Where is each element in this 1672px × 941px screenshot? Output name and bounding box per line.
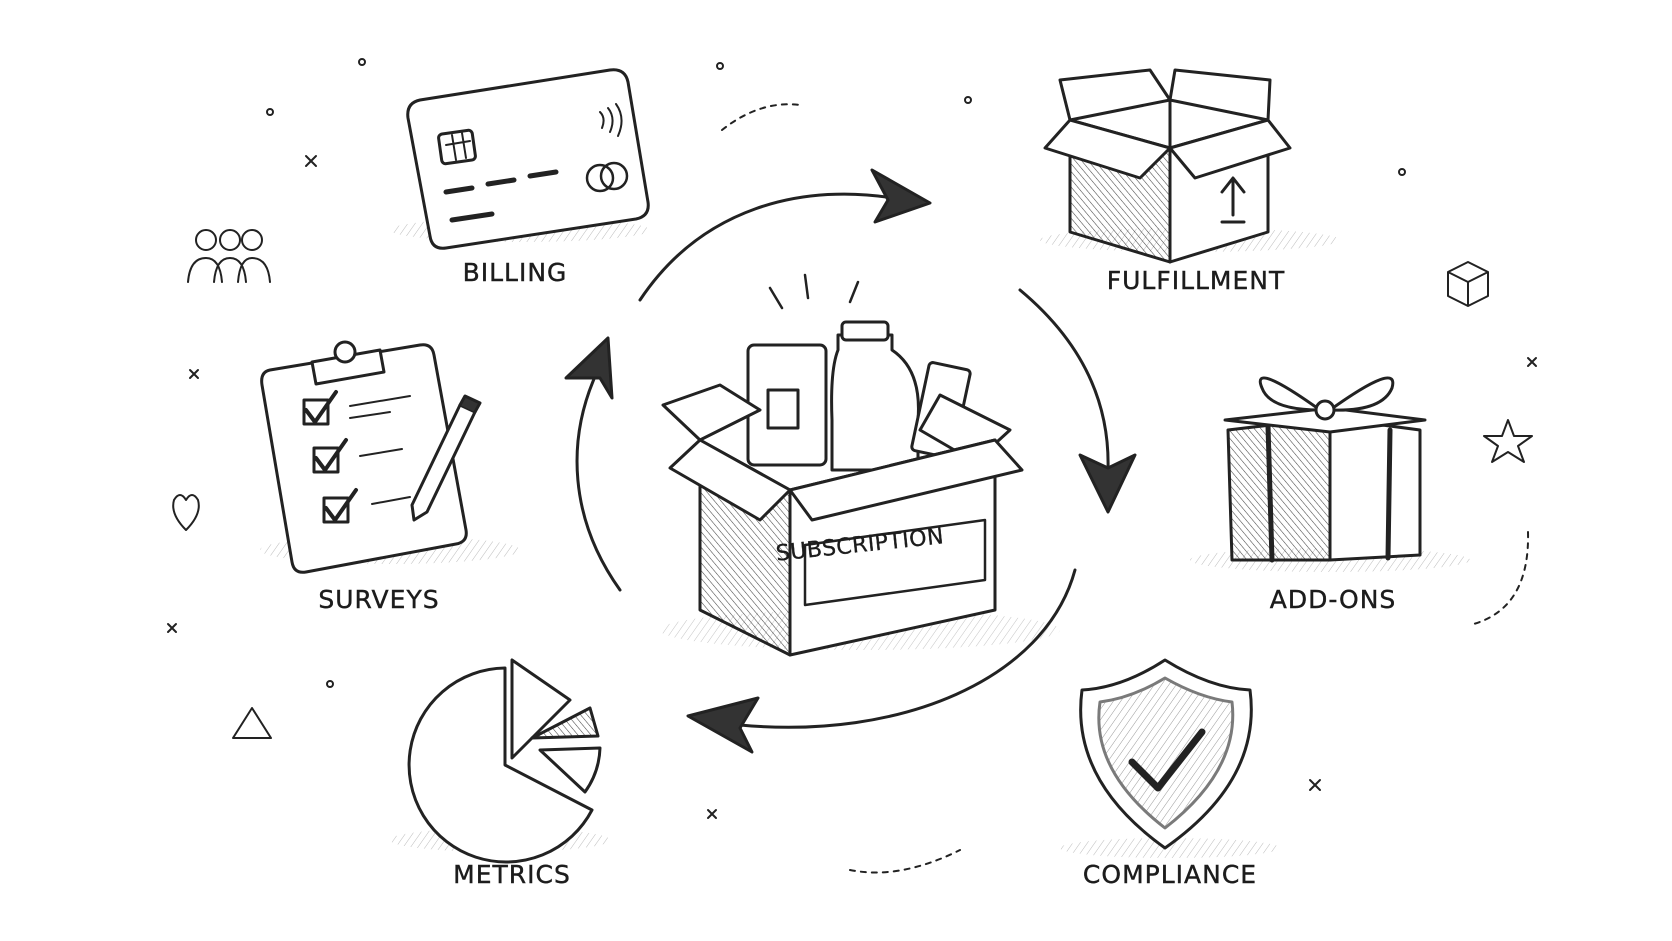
clipboard-checklist-icon — [260, 340, 520, 574]
triangle-icon — [232, 707, 272, 739]
credit-card-icon — [390, 68, 650, 250]
heart-icon — [172, 494, 200, 531]
node-label-billing: BILLING — [462, 258, 568, 287]
node-label-fulfillment: FULFILLMENT — [1106, 266, 1286, 295]
cube-icon — [1447, 261, 1489, 307]
gift-box-icon — [1190, 376, 1470, 572]
node-label-metrics: METRICS — [453, 860, 571, 889]
cycle-arrow-top — [638, 168, 932, 302]
subscription-box-icon — [660, 273, 1060, 657]
pie-chart-icon — [390, 658, 610, 864]
shield-check-icon — [1060, 658, 1280, 858]
node-label-compliance: COMPLIANCE — [1082, 860, 1258, 889]
shipping-box-icon — [1040, 68, 1340, 264]
node-label-surveys: SURVEYS — [318, 585, 440, 614]
cycle-arrow-right — [1018, 288, 1137, 514]
decorative-dots — [167, 58, 1537, 874]
people-icon — [187, 229, 271, 283]
cycle-arrow-bottom — [686, 568, 1077, 754]
star-icon — [1483, 419, 1533, 463]
cycle-arrow-left — [564, 336, 622, 592]
node-label-addons: ADD-ONS — [1269, 585, 1397, 614]
